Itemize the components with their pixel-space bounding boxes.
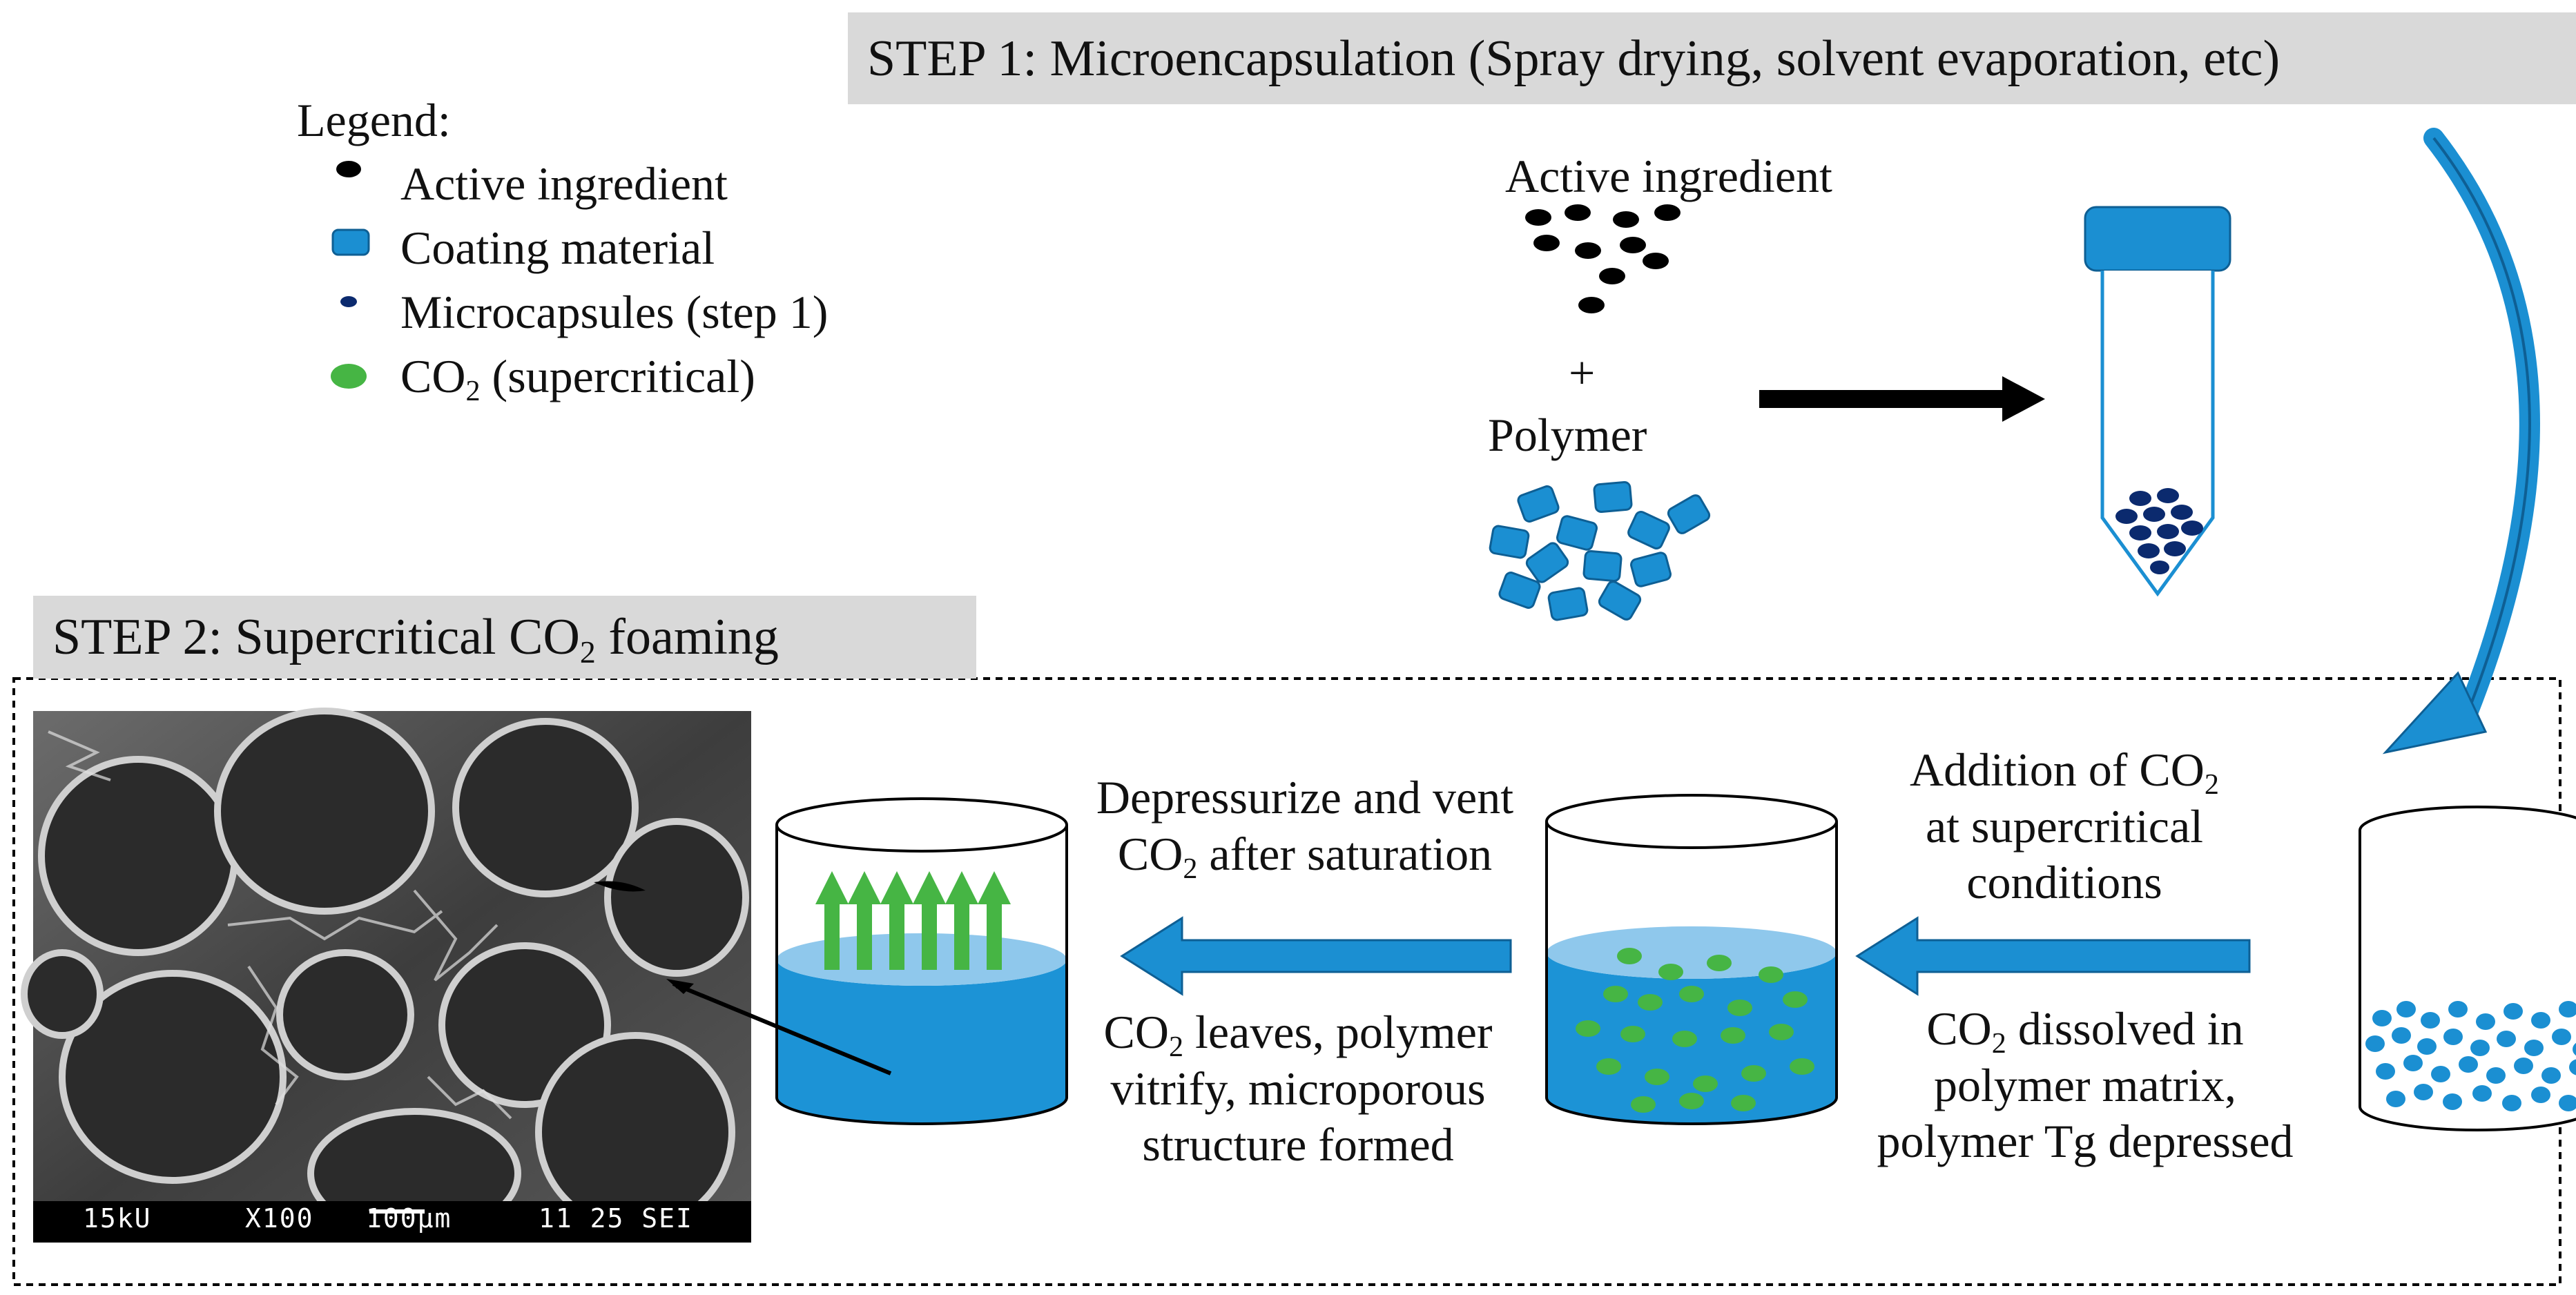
active-ingredient-dots <box>1525 204 1681 313</box>
step1-plus: + <box>1569 347 1596 399</box>
beaker-2-co2-bubbles <box>1576 948 1814 1113</box>
sem-micrograph <box>21 708 892 1243</box>
polymer-pieces <box>1489 480 1711 621</box>
step1-banner: STEP 1: Microencapsulation (Spray drying… <box>848 12 2576 104</box>
venting-co2-arrows <box>815 871 1011 970</box>
sem-id: 11 25 SEI <box>539 1203 693 1234</box>
step2-banner: STEP 2: Supercritical CO2 foaming <box>33 596 976 679</box>
legend-symbols <box>331 161 370 389</box>
step1-polymer-label: Polymer <box>1488 409 1647 461</box>
legend-active-label: Active ingredient <box>400 157 728 210</box>
step2-banner-text: STEP 2: Supercritical CO2 foaming <box>52 609 779 670</box>
leaves-label: CO2 leaves, polymer vitrify, microporous… <box>1103 1006 1493 1171</box>
legend-item-microcapsules: Microcapsules (step 1) <box>297 280 828 344</box>
sem-scale-bar-label: 100µm <box>366 1203 452 1234</box>
legend-title: Legend: <box>297 94 451 146</box>
legend-coating-label: Coating material <box>400 222 715 274</box>
beaker-2 <box>1545 794 1838 1125</box>
step1-arrow-head <box>2002 376 2045 422</box>
tube <box>2084 206 2231 597</box>
curved-transfer-arrow <box>2382 128 2540 754</box>
legend-microcapsules-label: Microcapsules (step 1) <box>400 286 829 338</box>
legend-co2-label: CO2 (supercritical) <box>400 350 755 407</box>
addition-label: Addition of CO2 at supercritical conditi… <box>1910 743 2219 909</box>
legend-item-active: Active ingredient <box>297 152 828 216</box>
tube-microcapsules <box>2115 488 2203 574</box>
arrow-to-beaker-3 <box>1120 916 1512 996</box>
sem-magnification: X100 <box>245 1203 314 1234</box>
legend-item-coating: Coating material <box>297 216 828 280</box>
step1-active-label: Active ingredient <box>1505 150 1832 202</box>
dissolved-label: CO2 dissolved in polymer matrix, polymer… <box>1877 1002 2294 1168</box>
depressurize-label: Depressurize and vent CO2 after saturati… <box>1096 771 1514 885</box>
arrow-to-beaker-2 <box>1855 916 2251 996</box>
legend: Legend: Active ingredient Coating materi… <box>297 93 828 409</box>
legend-item-co2: CO2 (supercritical) <box>297 344 828 409</box>
beaker-1-microcapsules <box>2365 1001 2576 1111</box>
sem-kv: 15kU <box>83 1203 152 1234</box>
step1-banner-text: STEP 1: Microencapsulation (Spray drying… <box>867 30 2280 87</box>
beaker-1 <box>2359 806 2576 1131</box>
